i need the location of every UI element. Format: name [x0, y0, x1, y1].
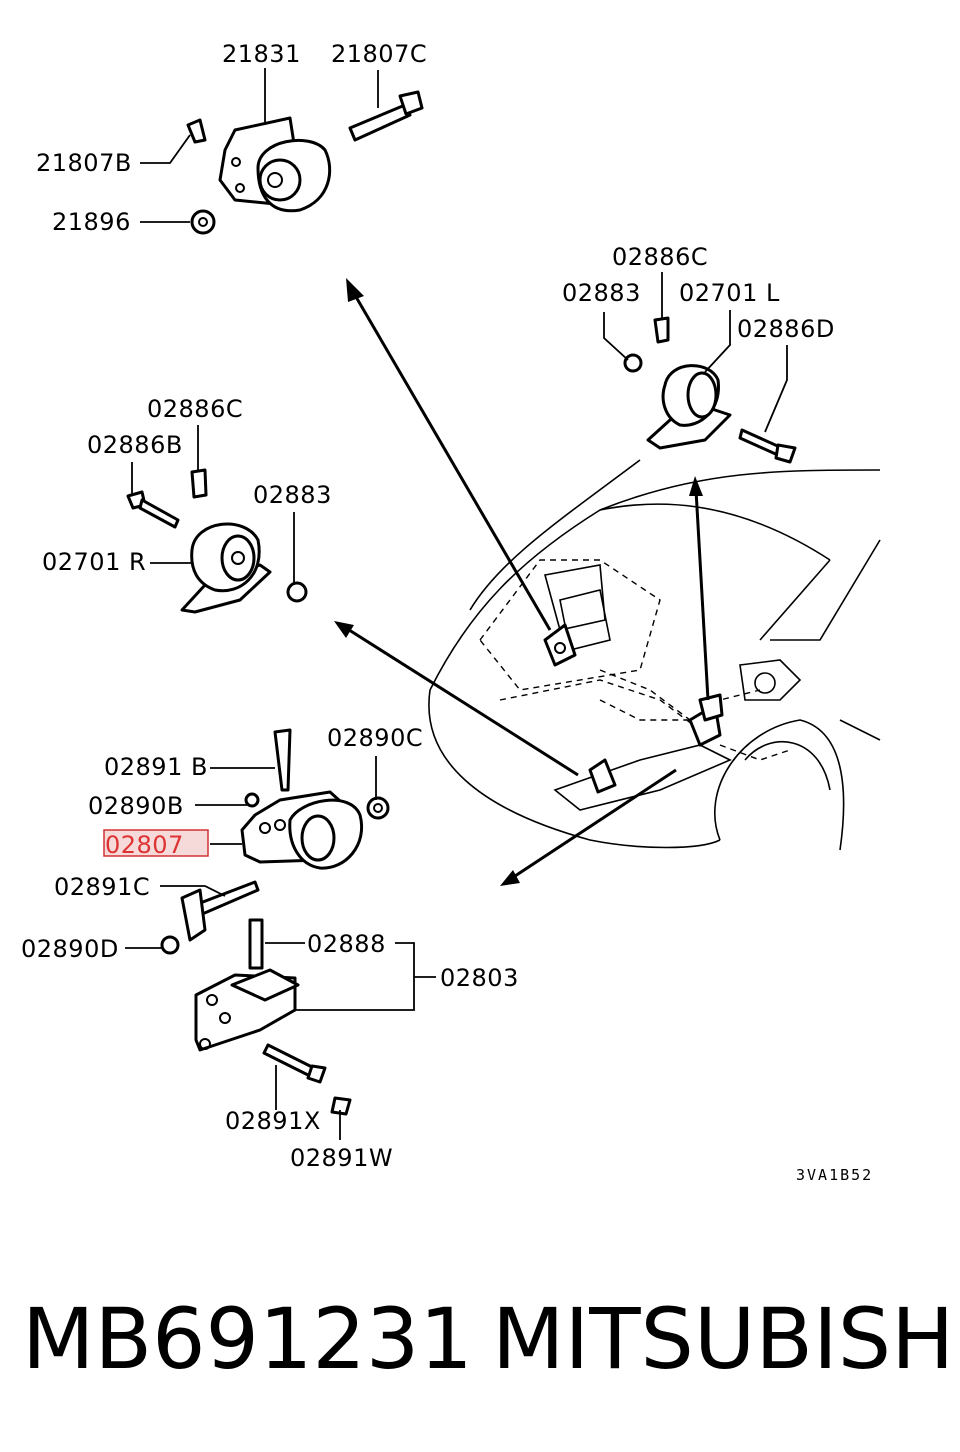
label-21807B[interactable]: 21807B — [36, 149, 132, 177]
label-21831[interactable]: 21831 — [222, 40, 301, 68]
label-02883-left[interactable]: 02883 — [253, 481, 332, 509]
label-02883-right[interactable]: 02883 — [562, 279, 641, 307]
label-21807C[interactable]: 21807C — [331, 40, 427, 68]
label-21896[interactable]: 21896 — [52, 208, 131, 236]
car-body-outline — [428, 459, 881, 851]
brand-name: MITSUBISHI — [492, 1290, 960, 1388]
label-02890D[interactable]: 02890D — [21, 935, 119, 963]
mount-21831-group — [186, 90, 424, 235]
label-02701R[interactable]: 02701 R — [42, 548, 146, 576]
mount-02807-group — [160, 728, 390, 955]
part-labels: 21831 21807C 21807B 21896 02886C 02883 0… — [21, 40, 873, 1184]
label-02803[interactable]: 02803 — [440, 964, 519, 992]
label-02888[interactable]: 02888 — [307, 930, 386, 958]
mount-02701R-group — [126, 468, 308, 614]
label-02890C[interactable]: 02890C — [327, 724, 423, 752]
label-02886C-right[interactable]: 02886C — [612, 243, 708, 271]
label-02701L[interactable]: 02701 L — [679, 279, 780, 307]
label-02891X[interactable]: 02891X — [225, 1107, 321, 1135]
bracket-02803-group — [194, 918, 352, 1116]
leader-lines — [125, 68, 788, 1140]
part-number: MB691231 — [22, 1290, 473, 1388]
label-02891B[interactable]: 02891 B — [104, 753, 208, 781]
label-02886B[interactable]: 02886B — [87, 431, 183, 459]
label-02886C-left[interactable]: 02886C — [147, 395, 243, 423]
label-02891W[interactable]: 02891W — [290, 1144, 393, 1172]
label-02886D[interactable]: 02886D — [737, 315, 835, 343]
direction-arrows — [334, 278, 710, 886]
highlight-box-02807 — [103, 829, 209, 857]
label-02891C[interactable]: 02891C — [54, 873, 150, 901]
footer: MB691231 MITSUBISHI — [0, 1290, 960, 1400]
label-02890B[interactable]: 02890B — [88, 792, 184, 820]
label-02807[interactable]: 02807 — [105, 831, 184, 859]
mount-02701L-group — [623, 316, 797, 464]
diagram-code: 3VA1B52 — [796, 1166, 873, 1184]
